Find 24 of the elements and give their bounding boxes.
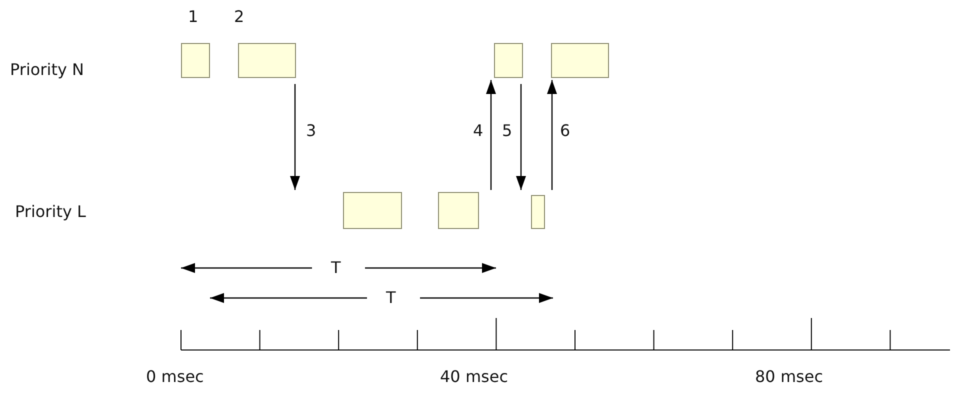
edge-label: 3 (306, 122, 316, 140)
time-slice-bar (343, 192, 402, 229)
time-slice-bar (531, 195, 545, 229)
time-slice-bar (551, 43, 609, 78)
slice-number: 2 (234, 8, 244, 26)
axis-tick-label: 80 msec (755, 368, 824, 386)
row-label: Priority L (15, 203, 86, 221)
axis-tick-label: 40 msec (440, 368, 508, 386)
arrow (516, 84, 526, 190)
slice-number: 1 (188, 8, 198, 26)
edge-label: 6 (560, 122, 570, 140)
time-slice-bar (494, 43, 523, 78)
axis-tick-label: 0 msec (146, 368, 204, 386)
edge-label: 5 (502, 122, 512, 140)
time-slice-bar (438, 192, 479, 229)
time-slice-bar (181, 43, 210, 78)
edge-label: 4 (473, 122, 484, 140)
arrow (547, 80, 557, 190)
arrow (290, 84, 300, 190)
duration-label: T (331, 259, 341, 277)
arrow (486, 80, 496, 190)
time-slice-bar (238, 43, 296, 78)
duration-label: T (386, 289, 396, 307)
row-label: Priority N (10, 61, 84, 79)
